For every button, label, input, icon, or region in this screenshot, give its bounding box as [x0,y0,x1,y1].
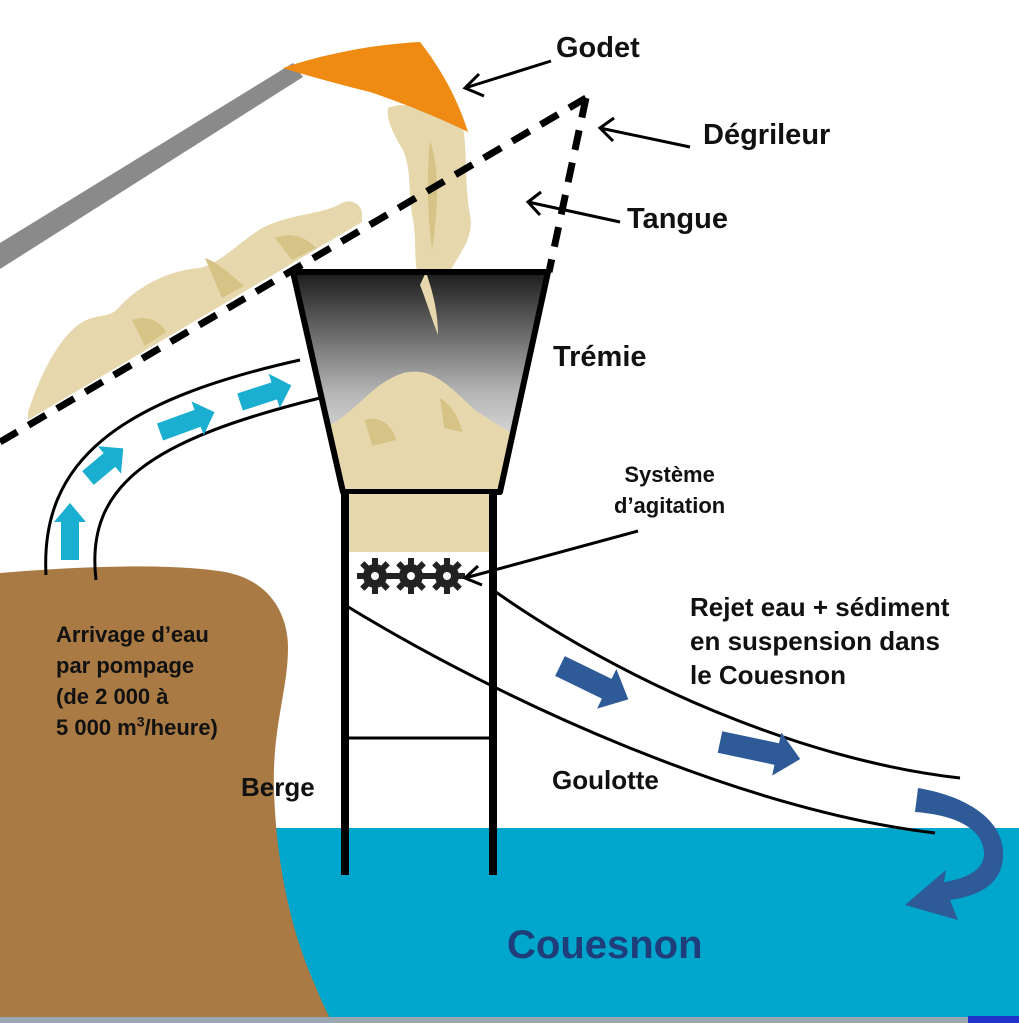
bucket [283,42,468,132]
bottom-strip-accent [968,1016,1019,1023]
outflow-arrow [555,656,629,709]
chute-bottom [344,603,936,835]
label-arrivage-line4-suffix: /heure) [144,715,218,740]
sediment-pile [28,201,362,420]
inflow-arrow [156,401,215,441]
label-goulotte: Goulotte [552,765,659,795]
outflow-curved-arrow [905,788,1004,920]
label-systeme-agitation: Système d’agitation [614,459,725,521]
label-arrivage-line3: (de 2 000 à [56,684,169,709]
tangue-shade [427,140,437,250]
bottom-strip [0,1017,1019,1023]
chamber-sediment [345,494,490,552]
inflow-arrows [54,373,292,560]
label-arrivage-line2: par pompage [56,653,195,678]
chute-top [492,588,961,780]
conveyor-belt [0,63,303,269]
leader-lines [462,59,691,587]
outflow-arrows [555,656,1004,920]
label-arrivage-line4-sup: 3 [136,713,145,730]
sediment-shade [275,235,316,260]
grate-line-right [545,97,590,273]
label-berge: Berge [241,772,315,802]
label-rejet-line3: le Couesnon [690,660,847,690]
outflow-arrow [717,731,801,776]
label-arrivage-line4-prefix: 5 000 m [56,715,137,740]
label-tremie: Trémie [553,341,647,373]
label-rejet: Rejet eau + sédiment en suspension dans … [690,590,949,692]
label-rejet-line2: en suspension dans [690,626,940,656]
label-degrileur: Dégrileur [703,119,831,151]
hopper-sediment [320,371,525,492]
label-tangue: Tangue [627,203,728,235]
label-couesnon: Couesnon [507,923,703,967]
hopper-stream-bottom [420,272,438,335]
inflow-arrow [82,446,124,485]
label-rejet-line1: Rejet eau + sédiment [690,592,950,622]
hopper-outline [290,269,551,495]
sediment-shade [132,318,166,346]
label-systeme-line1: Système [624,462,715,487]
river-bank [0,566,332,1023]
label-arrivage-line4: 5 000 m3/heure) [56,712,218,743]
inflow-arrow [237,373,292,411]
label-godet: Godet [556,32,640,64]
inflow-arrow [54,503,86,560]
label-systeme-line2: d’agitation [614,493,726,518]
label-arrivage: Arrivage d’eau par pompage (de 2 000 à 5… [56,619,218,743]
sediment-shade [205,258,244,298]
inflow-pipe-outer [44,358,301,576]
inflow-pipe-inner [93,396,321,581]
grate-line [0,94,588,446]
hopper-sediment-shade [365,418,396,446]
agitation-gears [357,558,465,594]
hopper-sediment-shade [440,398,462,432]
label-arrivage-line1: Arrivage d’eau [56,622,209,647]
